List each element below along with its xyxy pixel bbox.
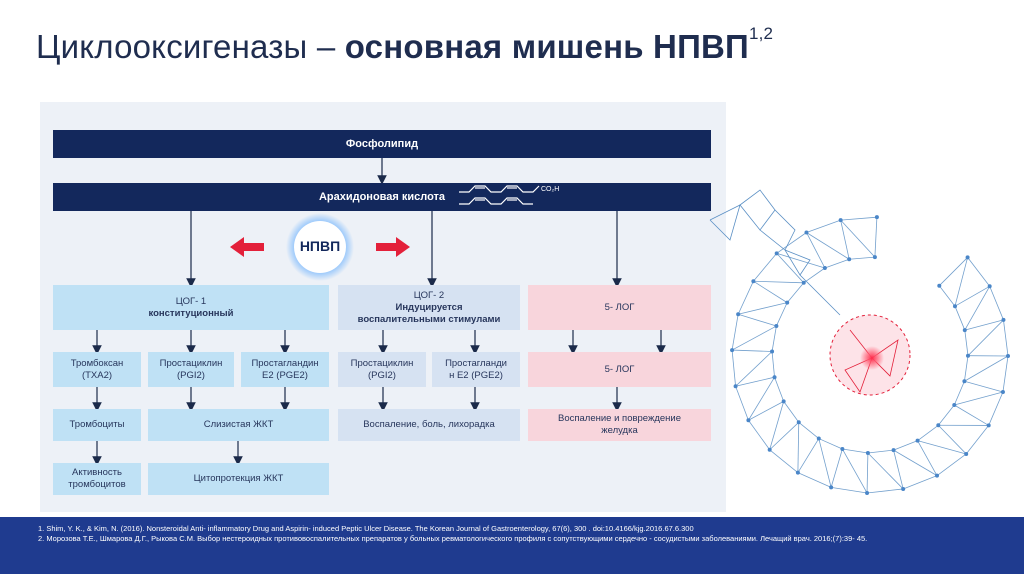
arachidonic-acid-structure: CO₂H xyxy=(459,185,559,205)
target-core xyxy=(860,346,884,370)
thromboxane-line2: (TXA2) xyxy=(81,369,113,381)
prostacyclin-cox1-line2: (PGI2) xyxy=(177,369,205,381)
reference-1: 1. Shim, Y. K., & Kim, N. (2016). Nonste… xyxy=(38,524,694,533)
platelets-box: Тромбоциты xyxy=(53,409,141,441)
inflammation-box: Воспаление, боль, лихорадка xyxy=(338,409,520,441)
title-regular: Циклооксигеназы – xyxy=(36,28,345,65)
platelet-activity-line1: Активность xyxy=(72,467,122,478)
prostacyclin-cox2-box: Простациклин (PGI2) xyxy=(338,352,426,387)
prostacyclin-cox1-box: Простациклин (PGI2) xyxy=(148,352,234,387)
title-bold: основная мишень НПВП xyxy=(344,28,749,65)
left-red-arrow xyxy=(230,237,264,257)
cox1-title: ЦОГ- 1 xyxy=(175,295,207,307)
title-superscript: 1,2 xyxy=(748,24,774,43)
prostacyclin-cox1-line1: Простациклин xyxy=(159,357,223,369)
references-footer xyxy=(0,517,1024,574)
stomach-damage-line2: желудка xyxy=(601,425,638,436)
lox2-box: 5- ЛОГ xyxy=(528,352,711,387)
gi-mucosa-box: Слизистая ЖКТ xyxy=(148,409,329,441)
thromboxane-box: Тромбоксан (TXA2) xyxy=(53,352,141,387)
cox1-box: ЦОГ- 1 конституционный xyxy=(53,285,329,330)
prostaglandin-cox2-box: Простагланди н E2 (PGE2) xyxy=(432,352,520,387)
prostaglandin-cox1-box: Простагландин E2 (PGE2) xyxy=(241,352,329,387)
prostacyclin-cox2-line2: (PGI2) xyxy=(368,369,396,381)
reference-2: 2. Морозова Т.Е., Шмарова Д.Г., Рыкова С… xyxy=(38,534,868,543)
cox2-line3: воспалительными стимулами xyxy=(357,313,501,325)
platelet-activity-line2: тромбоцитов xyxy=(68,479,126,490)
inflammation-label: Воспаление, боль, лихорадка xyxy=(363,419,495,430)
prostaglandin-cox1-line1: Простагландин xyxy=(251,357,319,369)
prostaglandin-cox2-line2: н E2 (PGE2) xyxy=(449,369,503,381)
cytoprotection-label: Цитопротекция ЖКТ xyxy=(193,473,284,484)
arachidonic-acid-label: Арахидоновая кислота xyxy=(318,191,446,203)
cox2-line2: Индуцируется xyxy=(395,301,463,313)
nsaid-indicator xyxy=(230,213,410,281)
right-red-arrow xyxy=(376,237,410,257)
lox2-label: 5- ЛОГ xyxy=(604,363,635,375)
platelets-label: Тромбоциты xyxy=(69,419,125,430)
prostaglandin-cox1-line2: E2 (PGE2) xyxy=(262,369,308,381)
cox1-subtitle: конституционный xyxy=(148,307,234,319)
molecular-network-illustration xyxy=(709,189,1010,495)
slide-title: Циклооксигеназы – основная мишень НПВП1,… xyxy=(36,24,773,66)
cytoprotection-box: Цитопротекция ЖКТ xyxy=(148,463,329,495)
thromboxane-line1: Тромбоксан xyxy=(70,357,124,369)
lox-box: 5- ЛОГ xyxy=(528,285,711,330)
phospholipid-bar: Фосфолипид xyxy=(53,130,711,158)
gi-mucosa-label: Слизистая ЖКТ xyxy=(203,419,274,430)
prostacyclin-cox2-line1: Простациклин xyxy=(350,357,414,369)
stomach-damage-line1: Воспаление и повреждение xyxy=(558,413,681,424)
arachidonic-acid-bar: Арахидоновая кислота xyxy=(53,183,711,211)
nsaid-label: НПВП xyxy=(299,238,341,254)
cox2-title: ЦОГ- 2 xyxy=(413,289,445,301)
carboxyl-label: CO₂H xyxy=(541,186,559,193)
prostaglandin-cox2-line1: Простагланди xyxy=(445,357,507,369)
stomach-damage-box: Воспаление и повреждение желудка xyxy=(528,409,711,441)
lox-title: 5- ЛОГ xyxy=(604,301,635,313)
platelet-activity-box: Активность тромбоцитов xyxy=(53,463,141,495)
cox2-box: ЦОГ- 2 Индуцируется воспалительными стим… xyxy=(338,285,520,330)
